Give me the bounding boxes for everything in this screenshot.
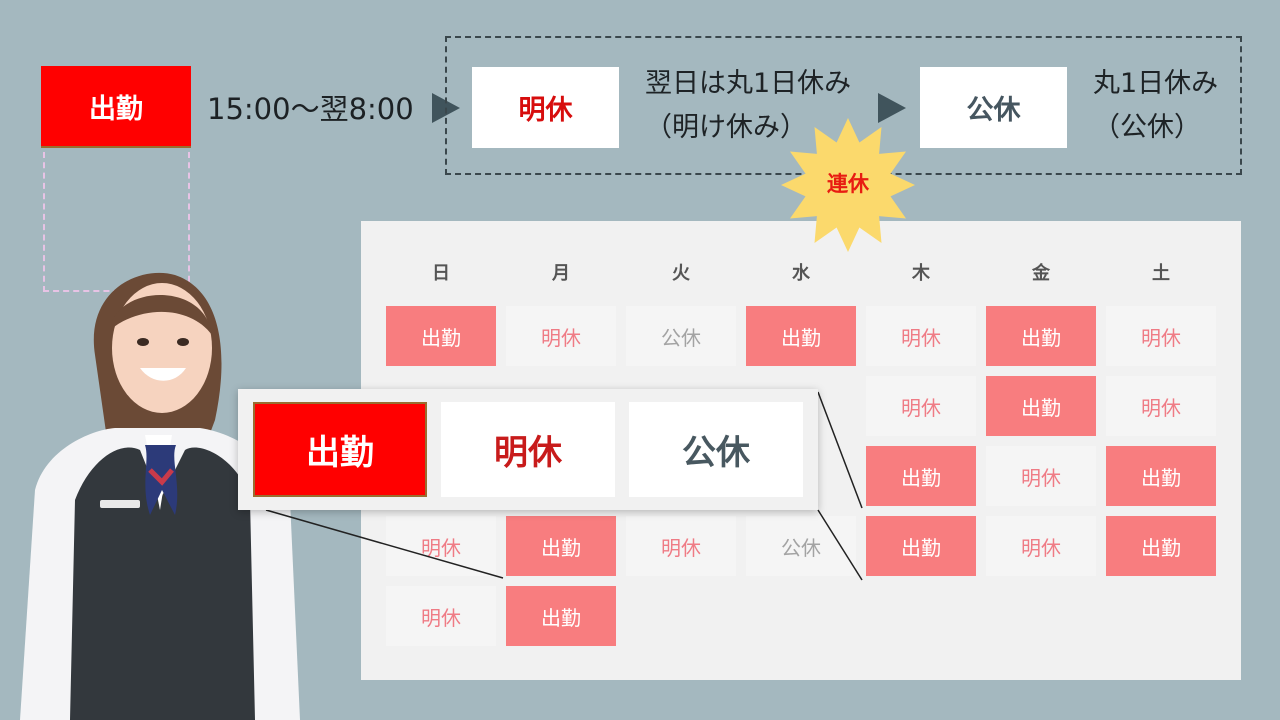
consecutive-holiday-badge: 連休 <box>827 172 869 196</box>
calendar-cell: 出勤 <box>986 376 1096 436</box>
calendar-cell: 明休 <box>866 306 976 366</box>
legend-public-off: 公休 <box>629 402 803 497</box>
calendar-cell: 明休 <box>986 516 1096 576</box>
legend-after-off: 明休 <box>441 402 615 497</box>
calendar-cell: 出勤 <box>866 516 976 576</box>
calendar-cell: 明休 <box>1106 306 1216 366</box>
calendar-cell: 明休 <box>506 306 616 366</box>
calendar-cell: 出勤 <box>506 516 616 576</box>
calendar-cell: 明休 <box>1106 376 1216 436</box>
after-shift-off-box: 明休 <box>472 67 619 148</box>
calendar-cell: 出勤 <box>866 446 976 506</box>
work-shift-box: 出勤 <box>41 66 191 148</box>
starburst-icon <box>781 118 915 252</box>
shift-legend: 出勤 明休 公休 <box>238 389 818 510</box>
calendar-cell: 明休 <box>386 586 496 646</box>
calendar-cell: 出勤 <box>386 306 496 366</box>
weekday-label: 土 <box>1152 263 1170 284</box>
calendar-cell: 明休 <box>386 516 496 576</box>
legend-work: 出勤 <box>253 402 427 497</box>
weekday-label: 月 <box>552 263 570 284</box>
calendar-cell: 出勤 <box>1106 516 1216 576</box>
arrow-right-icon <box>878 93 906 123</box>
weekday-label: 日 <box>432 263 450 284</box>
calendar-cell: 明休 <box>986 446 1096 506</box>
calendar-cell: 出勤 <box>986 306 1096 366</box>
staff-photo <box>20 272 300 720</box>
shift-time: 15:00～翌8:00 <box>207 92 414 126</box>
after-off-desc-line2: （明け休み） <box>645 112 807 143</box>
weekday-label: 火 <box>672 263 690 284</box>
calendar-cell: 出勤 <box>506 586 616 646</box>
calendar-cell: 出勤 <box>1106 446 1216 506</box>
public-off-desc-line1: 丸1日休み <box>1093 68 1219 99</box>
calendar-cell: 出勤 <box>746 306 856 366</box>
after-off-desc-line1: 翌日は丸1日休み <box>645 68 852 99</box>
weekday-label: 水 <box>792 263 810 284</box>
calendar-cell: 公休 <box>746 516 856 576</box>
calendar-cell: 明休 <box>866 376 976 436</box>
public-holiday-box: 公休 <box>920 67 1067 148</box>
calendar-cell: 明休 <box>626 516 736 576</box>
weekday-label: 木 <box>912 263 930 284</box>
weekday-label: 金 <box>1032 263 1050 284</box>
calendar-cell: 公休 <box>626 306 736 366</box>
public-off-desc-line2: （公休） <box>1093 112 1201 143</box>
